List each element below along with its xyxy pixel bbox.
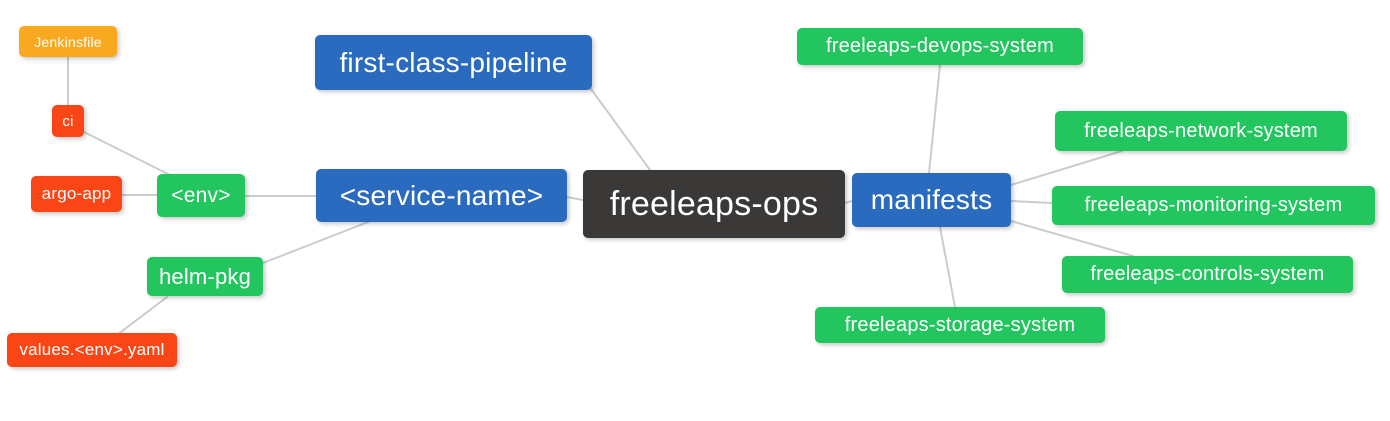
- node-helm-pkg[interactable]: helm-pkg: [147, 257, 263, 296]
- node-service-name[interactable]: <service-name>: [316, 169, 567, 222]
- node-ci[interactable]: ci: [52, 105, 84, 137]
- node-jenkinsfile[interactable]: Jenkinsfile: [19, 26, 117, 57]
- node-freeleaps-storage-system[interactable]: freeleaps-storage-system: [815, 307, 1105, 343]
- node-manifests[interactable]: manifests: [852, 173, 1011, 227]
- node-values-env-yaml[interactable]: values.<env>.yaml: [7, 333, 177, 367]
- node-freeleaps-devops-system[interactable]: freeleaps-devops-system: [797, 28, 1083, 65]
- node-env[interactable]: <env>: [157, 174, 245, 217]
- node-freeleaps-controls-system[interactable]: freeleaps-controls-system: [1062, 256, 1353, 293]
- node-first-class-pipeline[interactable]: first-class-pipeline: [315, 35, 592, 90]
- node-freeleaps-ops[interactable]: freeleaps-ops: [583, 170, 845, 238]
- node-freeleaps-network-system[interactable]: freeleaps-network-system: [1055, 111, 1347, 151]
- node-argo-app[interactable]: argo-app: [31, 176, 122, 212]
- node-freeleaps-monitoring-system[interactable]: freeleaps-monitoring-system: [1052, 186, 1375, 225]
